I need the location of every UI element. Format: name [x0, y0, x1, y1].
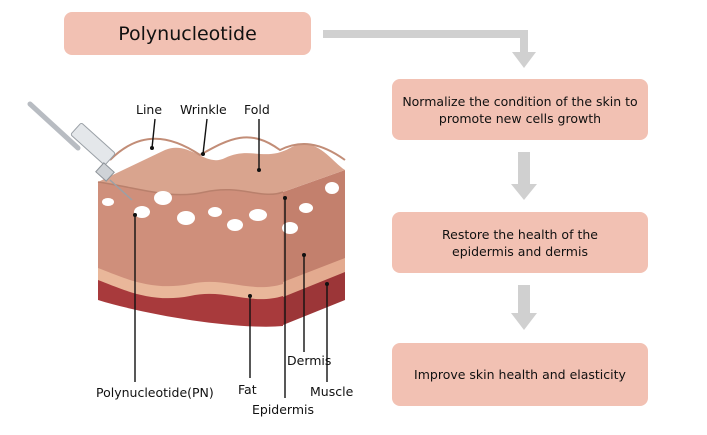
step-text-3: Improve skin health and elasticity [414, 367, 626, 382]
flow-arrow-icon [511, 285, 537, 330]
label-fold: Fold [244, 102, 270, 117]
syringe-icon [27, 101, 133, 201]
flow-arrow-icon [511, 152, 537, 200]
step-box-3: Improve skin health and elasticity [392, 343, 648, 406]
label-wrinkle: Wrinkle [180, 102, 227, 117]
label-dermis: Dermis [287, 353, 332, 368]
step-box-1: Normalize the condition of the skin to p… [392, 79, 648, 140]
step-text-1: Normalize the condition of the skin to p… [402, 93, 638, 126]
label-epidermis: Epidermis [252, 402, 315, 417]
page-title: Polynucleotide [118, 22, 257, 45]
title-box: Polynucleotide [64, 12, 311, 55]
label-line: Line [136, 102, 163, 117]
flow-arrow-icon [323, 30, 536, 68]
skin-block [97, 136, 346, 327]
label-polynucleotide: Polynucleotide(PN) [96, 385, 214, 400]
leader-lines [134, 118, 328, 398]
label-fat: Fat [238, 382, 257, 397]
step-box-2: Restore the health of the epidermis and … [392, 212, 648, 273]
label-muscle: Muscle [310, 384, 354, 399]
leader-dots [133, 146, 329, 298]
step-text-2: Restore the health of the epidermis and … [442, 226, 598, 259]
